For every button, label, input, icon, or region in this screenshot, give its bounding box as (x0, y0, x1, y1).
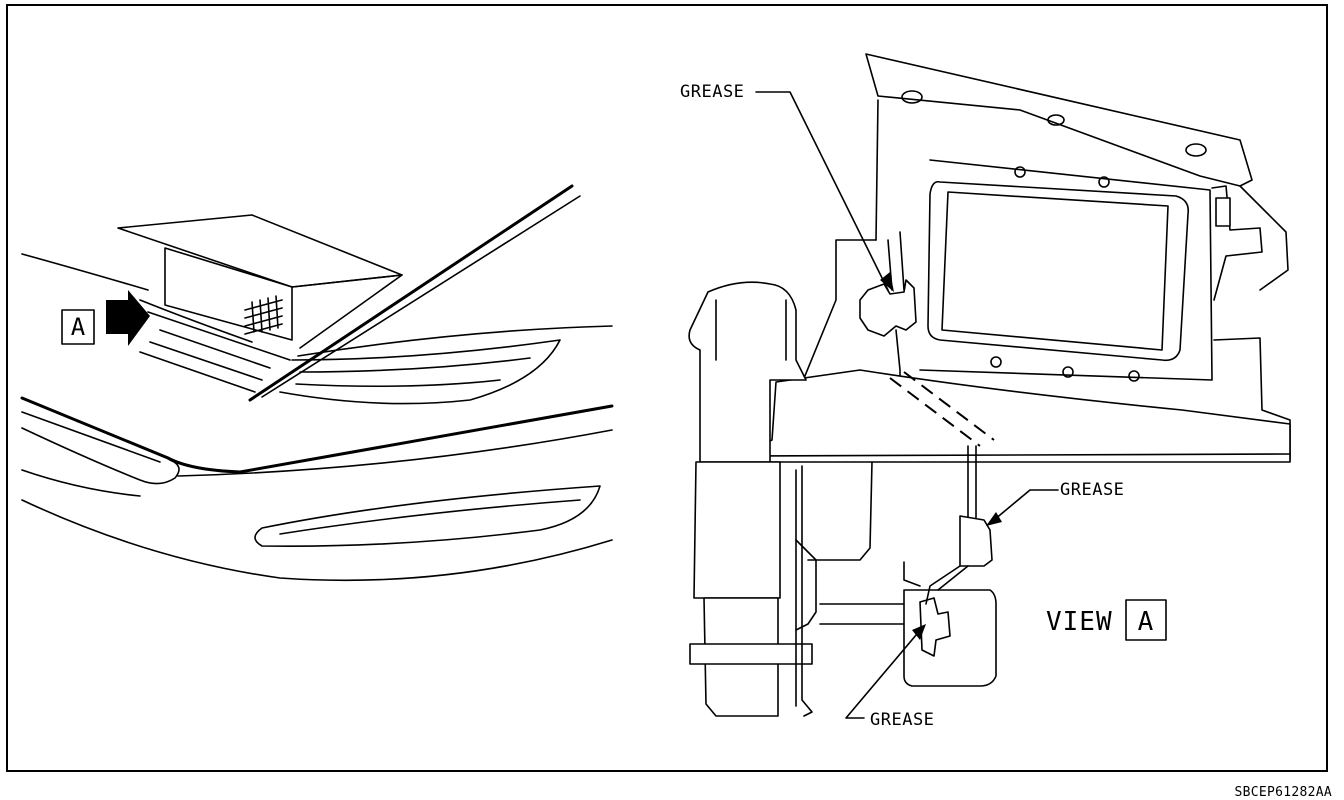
scoop-mesh (244, 295, 283, 335)
grease-leaders (755, 91, 1059, 719)
view-letter: A (1138, 607, 1155, 637)
view-a-drawing (688, 53, 1291, 717)
view-a-arrow: A (61, 290, 150, 346)
grease-callout-top: GREASE (680, 82, 744, 102)
view-letter-box (1125, 599, 1167, 641)
vehicle-front-drawing (20, 184, 614, 582)
grease-callout-bottom: GREASE (870, 710, 934, 730)
arrow-letter: A (71, 313, 86, 341)
figure-code: SBCEP61282AA (1234, 785, 1332, 800)
figure-frame (6, 4, 1328, 772)
grease-callout-right: GREASE (1060, 480, 1124, 500)
view-label: VIEW (1046, 607, 1113, 637)
